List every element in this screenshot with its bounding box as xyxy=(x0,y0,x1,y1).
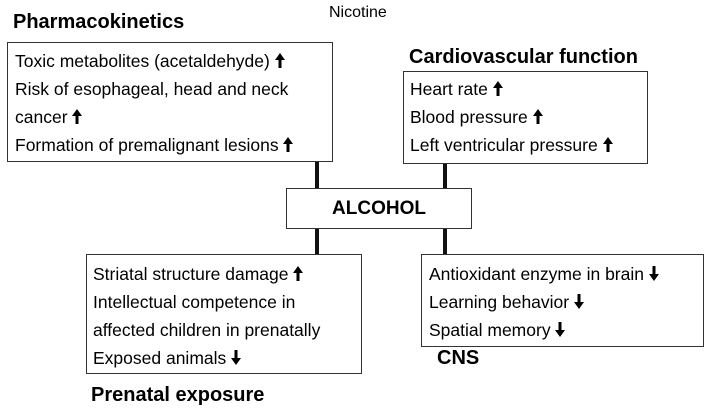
cardiovascular-list: Heart rate Blood pressure Left ventricul… xyxy=(410,75,647,159)
alcohol-box: ALCOHOL xyxy=(286,188,472,229)
connector-line-cns xyxy=(443,228,447,255)
list-item-text: Formation of premalignant lesions xyxy=(15,135,279,155)
pharmacokinetics-heading: Pharmacokinetics xyxy=(13,11,185,33)
list-item: affected children in prenatally xyxy=(93,316,361,344)
list-item-text: Intellectual competence in xyxy=(93,292,296,312)
list-item-text: affected children in prenatally xyxy=(93,320,321,340)
list-item: Learning behavior xyxy=(429,288,703,316)
connector-line-pharmacokinetics xyxy=(315,161,319,189)
list-item: Antioxidant enzyme in brain xyxy=(429,260,703,288)
list-item-text: Left ventricular pressure xyxy=(410,135,598,155)
arrow-up-icon xyxy=(532,109,543,124)
list-item: Risk of esophageal, head and neck xyxy=(15,75,332,103)
cns-box: Antioxidant enzyme in brain Learning beh… xyxy=(421,254,704,347)
pharmacokinetics-list: Toxic metabolites (acetaldehyde) Risk of… xyxy=(15,47,332,159)
list-item: Blood pressure xyxy=(410,103,647,131)
list-item-text: Spatial memory xyxy=(429,320,551,340)
list-item-text: Striatal structure damage xyxy=(93,264,289,284)
arrow-up-icon xyxy=(293,266,304,281)
arrow-down-icon xyxy=(231,350,242,365)
list-item: Toxic metabolites (acetaldehyde) xyxy=(15,47,332,75)
list-item-text: Toxic metabolites (acetaldehyde) xyxy=(15,51,270,71)
list-item-text: Blood pressure xyxy=(410,107,528,127)
arrow-up-icon xyxy=(274,53,285,68)
prenatal-list: Striatal structure damage Intellectual c… xyxy=(93,260,361,372)
list-item: Exposed animals xyxy=(93,344,361,372)
prenatal-heading: Prenatal exposure xyxy=(91,384,265,406)
cardiovascular-heading: Cardiovascular function xyxy=(409,46,638,68)
pharmacokinetics-box: Toxic metabolites (acetaldehyde) Risk of… xyxy=(7,42,333,162)
list-item: Formation of premalignant lesions xyxy=(15,131,332,159)
list-item: Striatal structure damage xyxy=(93,260,361,288)
prenatal-box: Striatal structure damage Intellectual c… xyxy=(86,254,362,374)
arrow-up-icon xyxy=(72,109,83,124)
cns-list: Antioxidant enzyme in brain Learning beh… xyxy=(429,260,703,344)
connector-line-prenatal xyxy=(315,228,319,255)
alcohol-label: ALCOHOL xyxy=(332,197,426,219)
arrow-down-icon xyxy=(555,322,566,337)
list-item-text: Risk of esophageal, head and neck xyxy=(15,79,289,99)
cns-heading: CNS xyxy=(437,347,480,369)
list-item: Heart rate xyxy=(410,75,647,103)
list-item: Left ventricular pressure xyxy=(410,131,647,159)
top-label: Nicotine xyxy=(329,4,387,21)
list-item: cancer xyxy=(15,103,332,131)
list-item-text: cancer xyxy=(15,107,68,127)
list-item-text: Heart rate xyxy=(410,79,488,99)
arrow-down-icon xyxy=(573,294,584,309)
list-item: Spatial memory xyxy=(429,316,703,344)
arrow-down-icon xyxy=(648,266,659,281)
list-item-text: Learning behavior xyxy=(429,292,570,312)
connector-line-cardiovascular xyxy=(443,163,447,189)
arrow-up-icon xyxy=(492,81,503,96)
list-item-text: Exposed animals xyxy=(93,348,227,368)
cardiovascular-box: Heart rate Blood pressure Left ventricul… xyxy=(403,71,648,164)
arrow-up-icon xyxy=(602,137,613,152)
list-item-text: Antioxidant enzyme in brain xyxy=(429,264,644,284)
arrow-up-icon xyxy=(283,137,294,152)
list-item: Intellectual competence in xyxy=(93,288,361,316)
